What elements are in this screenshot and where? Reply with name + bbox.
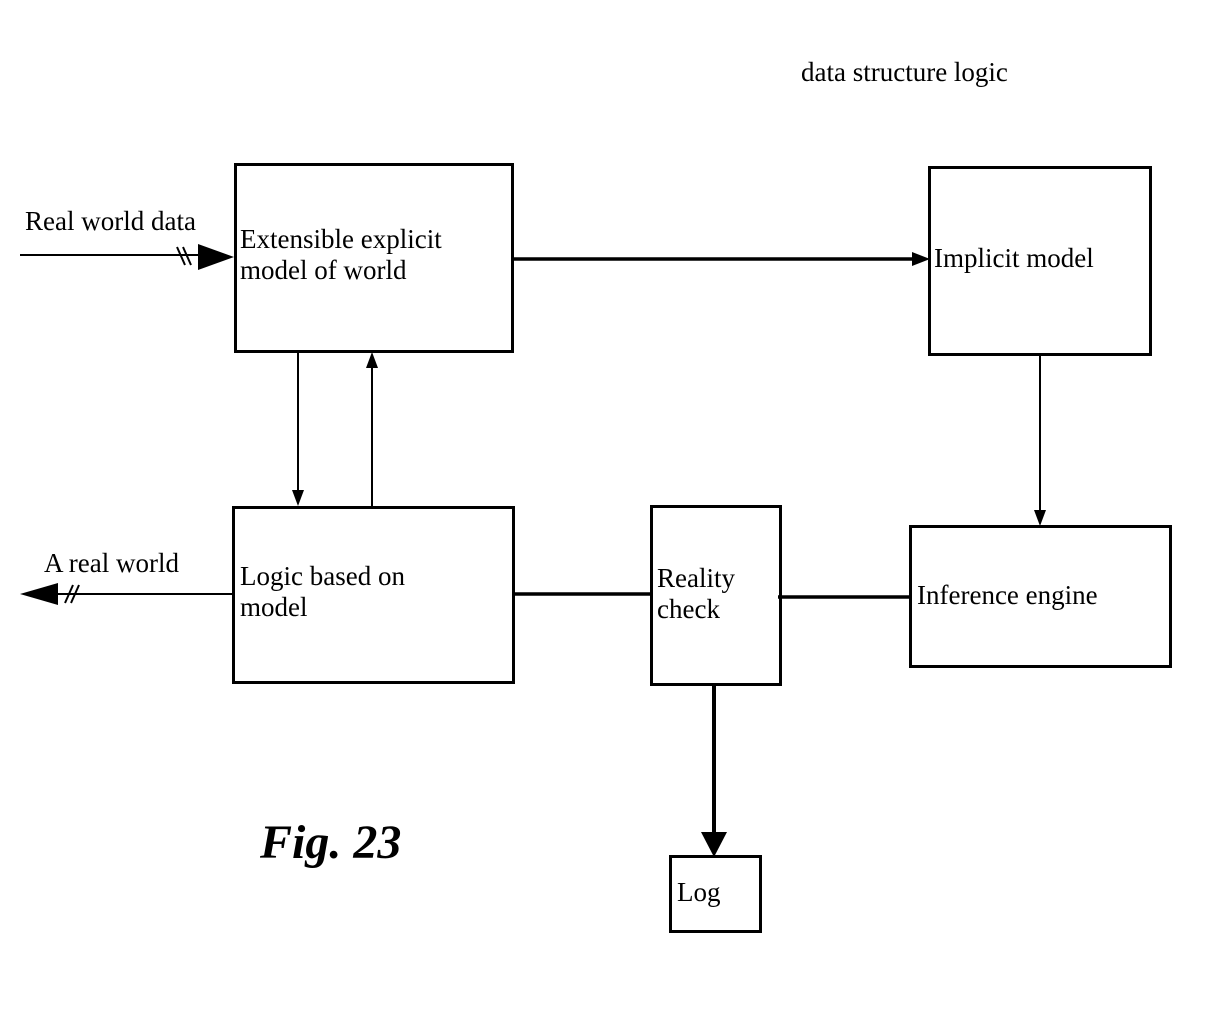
diagram-title: data structure logic <box>801 57 1008 87</box>
inference-engine-box <box>909 525 1172 668</box>
arrow-explicit-to-implicit <box>513 252 930 266</box>
input-label-real-world-data: Real world data <box>25 206 196 236</box>
arrow-logic-to-explicit <box>366 352 378 506</box>
log-box <box>669 855 762 933</box>
input-arrow-real-world-data <box>20 244 234 270</box>
implicit-model-box <box>928 166 1152 356</box>
logic-model-box <box>232 506 515 684</box>
reality-check-box <box>650 505 782 686</box>
reality-check-label: Reality check <box>657 563 735 624</box>
log-label: Log <box>677 877 721 907</box>
arrow-explicit-to-logic <box>292 352 304 506</box>
output-label-a-real-world: A real world <box>44 548 179 578</box>
explicit-model-box <box>234 163 514 353</box>
arrow-reality-check-to-log <box>701 684 727 857</box>
logic-model-label: Logic based on model <box>240 561 405 622</box>
inference-engine-label: Inference engine <box>917 580 1098 610</box>
arrow-implicit-to-inference <box>1034 354 1046 526</box>
figure-caption: Fig. 23 <box>260 816 402 869</box>
implicit-model-label: Implicit model <box>934 243 1094 273</box>
explicit-model-label: Extensible explicit model of world <box>240 224 442 285</box>
output-arrow-a-real-world <box>20 583 233 605</box>
